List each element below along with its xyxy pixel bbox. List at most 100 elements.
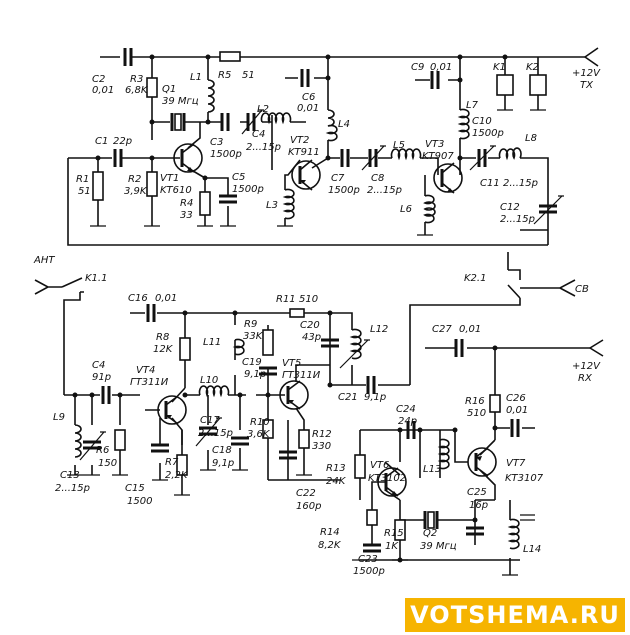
label-cb: СВ [575, 284, 589, 295]
label-c13-value: 2...15p [55, 483, 90, 494]
label-c22-ref: C22 [296, 488, 316, 499]
inductor-l9 [74, 424, 82, 458]
label-c13-ref: C13 [60, 470, 80, 481]
label-l2-ref: L2 [257, 104, 269, 115]
resistor-r16 [489, 394, 501, 413]
label-c4-rx-value: 91p [92, 372, 111, 383]
transistor-vt4 [157, 395, 187, 425]
label-r11-ref: R11 [276, 294, 296, 305]
resistor-r7 [176, 454, 188, 476]
label-l5-ref: L5 [393, 140, 405, 151]
label-rx-mode: RX [578, 373, 593, 384]
label-c2-value: 0,01 [92, 85, 114, 96]
relay-k1 [496, 74, 514, 96]
label-l6-ref: L6 [400, 204, 412, 215]
inductor-l11 [232, 338, 245, 356]
tx-components [92, 47, 599, 225]
label-r1-ref: R1 [76, 174, 89, 185]
resistor-r15 [394, 519, 406, 541]
label-r2-value: 3,9K [124, 186, 148, 197]
label-c6-ref: C6 [302, 92, 315, 103]
label-c15-ref: C15 [125, 483, 145, 494]
label-c25-value: 16p [469, 500, 488, 511]
inductor-l1 [207, 79, 215, 113]
label-r10-value: 3,6K [247, 429, 271, 440]
switch-section [34, 252, 576, 395]
inductor-l2 [260, 112, 292, 125]
label-q1-ref: Q1 [162, 84, 176, 95]
label-r7-value: 2,2K [165, 470, 189, 481]
rx-components [72, 304, 604, 563]
label-r2-ref: R2 [128, 174, 141, 185]
label-c10-ref: C10 [472, 116, 492, 127]
label-c19-ref: C19 [242, 357, 262, 368]
transistor-vt6 [377, 467, 407, 497]
site-watermark: VOTSHEMA.RU [405, 598, 625, 632]
label-c7-ref: C7 [331, 173, 345, 184]
label-vt5-ref: VT5 [282, 358, 301, 369]
labels: C2 0,01 R3 6,8K Q1 39 Мгц L1 R5 51 C6 0,… [33, 62, 601, 577]
resistor-r2 [146, 171, 158, 197]
label-c23-ref: C23 [358, 554, 378, 565]
label-vt5-value: ГТ311И [282, 370, 321, 381]
label-c26-value: 0,01 [506, 405, 528, 416]
resistor-r9 [262, 329, 274, 356]
label-r13-value: 24K [326, 476, 347, 487]
inductor-l7 [457, 108, 470, 140]
crystal-q1 [170, 113, 186, 131]
rx-wiring [64, 312, 590, 576]
trimmer-c4 [241, 109, 264, 135]
inductor-l10 [198, 385, 230, 398]
label-vt2-value: KT911 [288, 147, 320, 158]
resistor-r14 [366, 509, 378, 526]
label-c21-ref: C21 [338, 392, 358, 403]
label-c19-value: 9,1p [244, 369, 266, 380]
label-r16-ref: R16 [465, 396, 485, 407]
transistor-vt5 [279, 380, 309, 410]
label-l7-ref: L7 [466, 100, 479, 111]
label-r13-ref: R13 [326, 463, 346, 474]
label-c27-value: 0,01 [459, 324, 481, 335]
label-r7-ref: R7 [165, 457, 179, 468]
trimmer-c8 [361, 145, 386, 171]
label-r3-ref: R3 [130, 74, 143, 85]
label-r14-value: 8,2K [318, 540, 342, 551]
label-c12-value: 2...15p [500, 214, 535, 225]
resistor-r5 [219, 51, 241, 62]
label-tx-mode: ТХ [580, 80, 594, 91]
antenna-terminal [34, 279, 62, 295]
trimmer-c17 [195, 417, 222, 447]
label-c5-ref: C5 [232, 172, 245, 183]
label-r5-ref: R5 [218, 70, 231, 81]
rx-power-terminal [589, 339, 604, 357]
switch-k2-1 [409, 252, 576, 385]
label-rx-power: +12V [572, 361, 601, 372]
resistor-r6 [114, 429, 126, 451]
label-r12-ref: R12 [312, 429, 332, 440]
label-k1-1: K1.1 [85, 273, 107, 284]
resistor-r12 [298, 429, 310, 449]
switch-k1-1 [61, 277, 84, 395]
label-c4-rx-ref: C4 [92, 360, 105, 371]
resistor-r10 [262, 419, 274, 439]
trimmer-c12 [533, 195, 564, 225]
label-r14-ref: R14 [320, 527, 340, 538]
relay-k2 [529, 74, 547, 96]
label-c9-ref: C9 [411, 62, 424, 73]
inductor-l4 [325, 109, 338, 142]
label-c24-value: 24p [398, 416, 417, 427]
label-c18-ref: C18 [212, 445, 232, 456]
resistor-r4 [199, 191, 211, 216]
label-c15-value: 1500 [127, 496, 152, 507]
transistor-vt1 [173, 143, 203, 173]
label-c20-ref: C20 [300, 320, 320, 331]
label-r16-value: 510 [467, 408, 486, 419]
inductor-l8 [498, 147, 522, 161]
label-c1-value: 22p [113, 136, 132, 147]
label-r6-ref: R6 [96, 445, 109, 456]
label-r8-value: 12K [153, 344, 174, 355]
label-k1-ref: K1 [493, 62, 506, 73]
label-r15-ref: R15 [384, 528, 404, 539]
inductor-l3 [282, 188, 295, 220]
